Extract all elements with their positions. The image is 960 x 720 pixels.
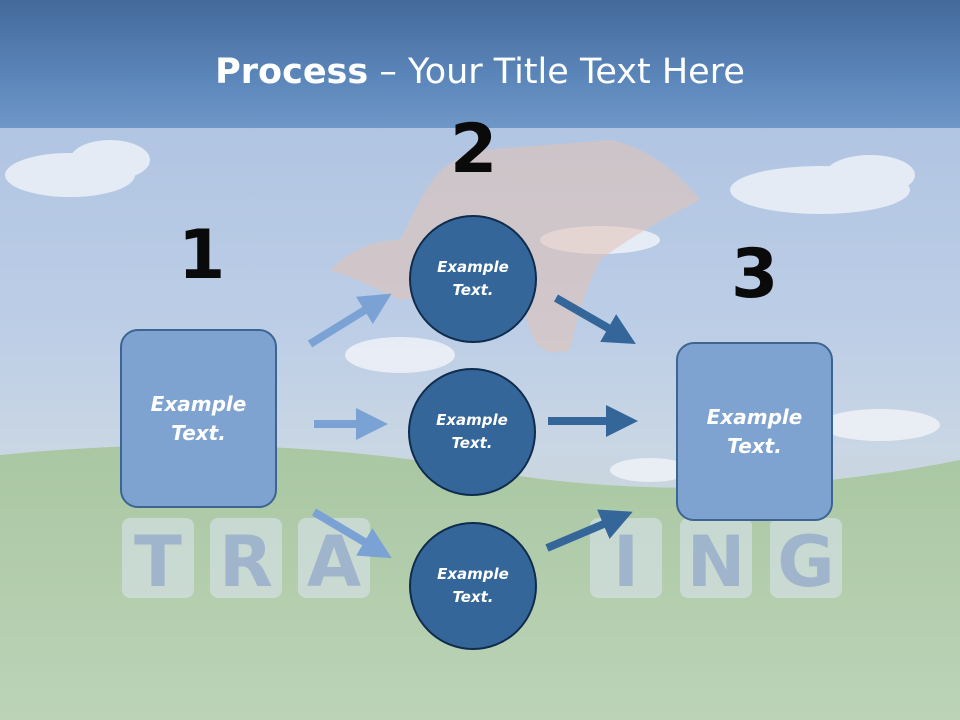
step-1-text-line1: Example [150,391,247,416]
step-number-3: 3 [731,235,779,314]
step-number-2: 2 [450,110,498,189]
slide-title: Process – Your Title Text Here [0,52,960,92]
arrow-circle-bottom-to-box3 [545,509,633,552]
circle-top-text-line2: Text. [452,281,494,299]
step-1-text-line2: Text. [171,420,226,445]
faded-letter-r: R [219,521,273,603]
circle-middle-text-line2: Text. [451,434,493,452]
circle-bottom-text-line1: Example [437,565,509,583]
faded-letter-n: N [687,521,746,603]
circle-bottom-text-line2: Text. [452,588,494,606]
circle-middle-text-line1: Example [436,411,508,429]
circle-top-text-line1: Example [437,258,509,276]
step-3-text-line2: Text. [727,433,782,458]
step-3-text-line1: Example [706,404,803,429]
faded-letter-g: G [777,521,834,603]
title-bar [0,0,960,128]
arrow-circle-top-to-box3 [554,294,636,344]
faded-letter-t: T [134,521,182,603]
arrow-box1-to-circle-bottom [311,508,392,559]
step-number-1: 1 [178,216,226,295]
title-rest: – Your Title Text Here [368,52,745,92]
arrow-box1-to-circle-top [307,293,392,348]
title-bold: Process [215,52,369,92]
